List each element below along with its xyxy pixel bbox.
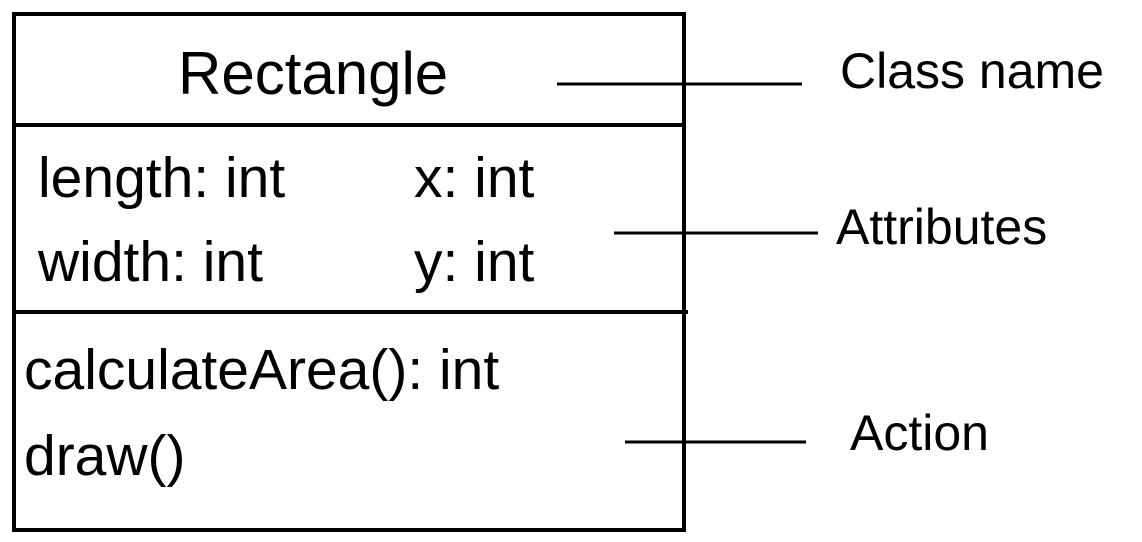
class-name: Rectangle bbox=[178, 40, 449, 107]
attribute-length: length: int bbox=[38, 146, 286, 210]
attribute-x: x: int bbox=[414, 146, 535, 210]
annotation-action: Action bbox=[850, 405, 989, 461]
class-box-border bbox=[12, 12, 686, 532]
operation-draw: draw() bbox=[24, 424, 186, 488]
attribute-y: y: int bbox=[414, 230, 535, 294]
attribute-width: width: int bbox=[38, 230, 263, 294]
annotation-class-name: Class name bbox=[840, 43, 1104, 99]
annotation-attributes: Attributes bbox=[836, 199, 1048, 255]
operation-calculate-area: calculateArea(): int bbox=[24, 338, 500, 402]
